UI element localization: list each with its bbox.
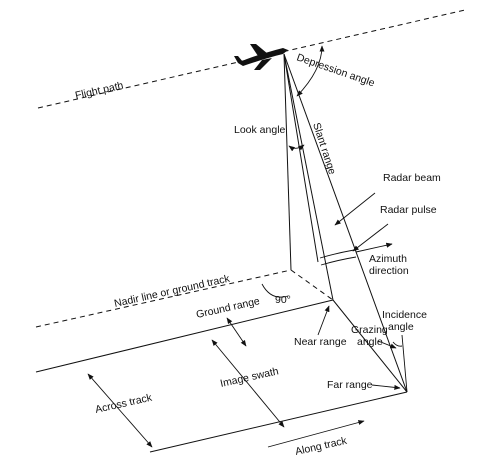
nadir-ground-track-line bbox=[35, 269, 292, 328]
look-angle-arc bbox=[288, 144, 305, 152]
beam-near-edge bbox=[283, 53, 334, 301]
radar-beam-label: Radar beam bbox=[383, 172, 441, 184]
flight-path-label: Flight path bbox=[74, 80, 125, 102]
azimuth-arrow bbox=[355, 242, 393, 253]
grazing-arrow bbox=[377, 340, 397, 349]
far-range-label: Far range bbox=[327, 379, 373, 391]
radar-beam-arrow bbox=[334, 192, 376, 226]
radar-pulse-arc-outer bbox=[320, 256, 357, 266]
look-angle-label: Look angle bbox=[234, 124, 286, 136]
beam-center-line bbox=[283, 53, 319, 263]
depression-angle-arc bbox=[296, 45, 325, 97]
ground-range-label: Ground range bbox=[195, 295, 261, 321]
ninety-degree-label: 90° bbox=[275, 294, 291, 306]
swath-right-edge bbox=[332, 299, 408, 393]
direction-label: direction bbox=[369, 265, 409, 277]
grazing-angle-label: angle bbox=[357, 336, 383, 348]
near-range-label: Near range bbox=[294, 336, 347, 348]
beam-far-edge bbox=[283, 53, 408, 393]
aircraft-icon bbox=[234, 44, 288, 70]
ground-near-dashed bbox=[290, 269, 334, 301]
across-track-arrow bbox=[87, 373, 153, 448]
far-range-arrow bbox=[371, 384, 401, 390]
radar-pulse-arrow bbox=[352, 223, 389, 252]
local-vertical-at-far bbox=[401, 334, 408, 393]
swath-far-edge bbox=[149, 391, 408, 453]
incidence-angle-arc bbox=[392, 341, 403, 347]
radar-pulse-arc-inner bbox=[319, 249, 355, 259]
grazing-label: Grazing bbox=[351, 324, 388, 336]
incidence-angle-label: angle bbox=[388, 321, 414, 333]
nadir-vertical-line bbox=[283, 53, 292, 271]
along-track-arrow bbox=[267, 420, 365, 448]
image-swath-label: Image swath bbox=[219, 365, 280, 390]
incidence-label: Incidence bbox=[382, 309, 427, 321]
across-track-label: Across track bbox=[94, 392, 154, 416]
azimuth-label: Azimuth bbox=[369, 253, 407, 265]
radar-pulse-label: Radar pulse bbox=[380, 204, 437, 216]
image-swath-arrow bbox=[211, 339, 285, 428]
ninety-degree-arc bbox=[261, 283, 289, 298]
slant-range-label: Slant range bbox=[310, 121, 338, 176]
near-range-arrow bbox=[317, 305, 330, 336]
swath-near-edge bbox=[35, 299, 334, 373]
